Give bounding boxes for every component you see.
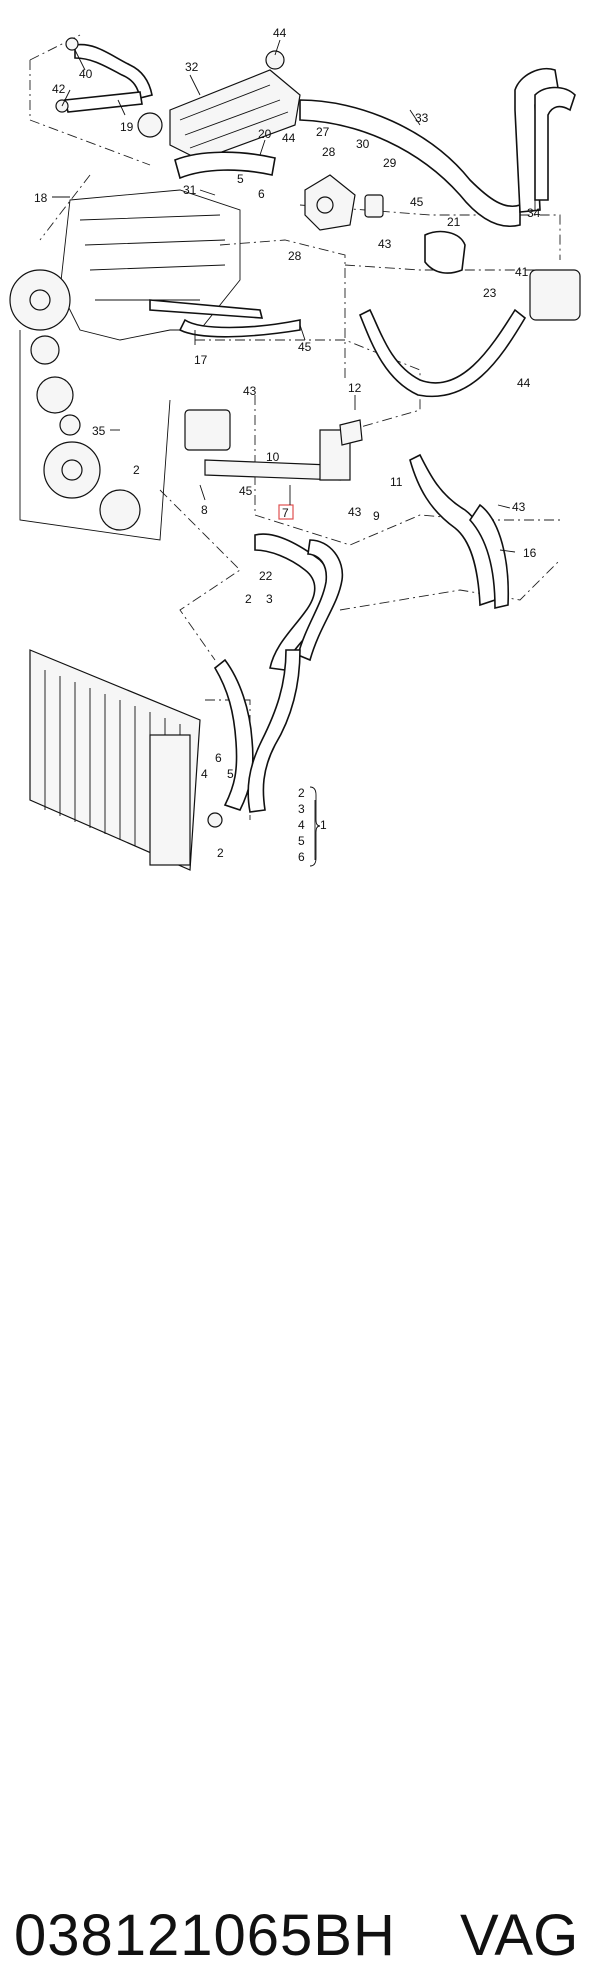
caption-bar: 038121065BH VAG	[0, 950, 600, 1968]
callout-8: 8	[201, 503, 208, 517]
flange-27	[304, 174, 466, 274]
callout-17: 17	[194, 353, 208, 367]
hose-20	[174, 151, 276, 180]
callout-44-right: 44	[517, 376, 531, 390]
callout-6-low: 6	[215, 751, 222, 765]
callout-31: 31	[183, 183, 197, 197]
callout-34: 34	[527, 206, 541, 220]
callout-30: 30	[356, 137, 370, 151]
callout-3-list: 3	[298, 802, 305, 816]
callouts: 40 42 19 32 44 33 34 20 44 27 28 30 29 1…	[34, 26, 541, 867]
callout-16: 16	[523, 546, 537, 560]
callout-28-top: 28	[322, 145, 336, 159]
callout-5-low: 5	[227, 767, 234, 781]
egr-cooler-32	[137, 50, 301, 161]
callout-27: 27	[316, 125, 330, 139]
callout-3-mid: 3	[266, 592, 273, 606]
part-number: 038121065BH	[14, 1903, 396, 1968]
callout-6-list: 6	[298, 850, 305, 864]
callout-6-top: 6	[258, 187, 265, 201]
coolant-pipe-7	[184, 409, 363, 520]
parts-diagram: 40 42 19 32 44 33 34 20 44 27 28 30 29 1…	[9, 26, 581, 871]
callout-21: 21	[447, 215, 461, 229]
callout-7: 7	[282, 506, 289, 520]
callout-4-list: 4	[298, 818, 305, 832]
group-brace	[309, 786, 321, 867]
callout-1: 1	[320, 818, 327, 832]
callout-43-left: 43	[243, 384, 257, 398]
callout-12: 12	[348, 381, 362, 395]
callout-2-mid: 2	[245, 592, 252, 606]
callout-41: 41	[515, 265, 529, 279]
callout-18: 18	[34, 191, 48, 205]
callout-43-center: 43	[348, 505, 362, 519]
callout-5-list: 5	[298, 834, 305, 848]
callout-42: 42	[52, 82, 66, 96]
hose-23	[358, 269, 581, 398]
callout-35: 35	[92, 424, 106, 438]
callout-29: 29	[383, 156, 397, 170]
hose-16	[409, 453, 510, 610]
callout-40: 40	[79, 67, 93, 81]
callout-32: 32	[185, 60, 199, 74]
callout-44-mid: 44	[282, 131, 296, 145]
callout-45-mid: 45	[298, 340, 312, 354]
callout-2-engine: 2	[133, 463, 140, 477]
hose-33	[299, 68, 576, 227]
callout-5-top: 5	[237, 172, 244, 186]
callout-10: 10	[266, 450, 280, 464]
pipe-17	[149, 299, 301, 338]
highlight-box	[278, 504, 294, 520]
callout-2-list: 2	[298, 786, 305, 800]
brand-label: VAG	[460, 1903, 579, 1968]
callout-23: 23	[483, 286, 497, 300]
callout-20: 20	[258, 127, 272, 141]
radiator-hose	[213, 649, 301, 813]
callout-43-right: 43	[512, 500, 526, 514]
callout-45-top: 45	[410, 195, 424, 209]
leader-lines	[52, 39, 536, 860]
callout-19: 19	[120, 120, 134, 134]
callout-45-bottom: 45	[239, 484, 253, 498]
callout-11: 11	[390, 475, 403, 489]
engine-block	[9, 189, 241, 541]
callout-43-top: 43	[378, 237, 392, 251]
callout-44-top: 44	[273, 26, 287, 40]
hose-40	[55, 37, 153, 113]
callout-33: 33	[415, 111, 429, 125]
radiator	[29, 649, 223, 871]
callout-9: 9	[373, 509, 380, 523]
callout-4-low: 4	[201, 767, 208, 781]
callout-22: 22	[259, 569, 273, 583]
callout-28-bottom: 28	[288, 249, 302, 263]
hose-22	[254, 533, 344, 671]
callout-2-low: 2	[217, 846, 224, 860]
